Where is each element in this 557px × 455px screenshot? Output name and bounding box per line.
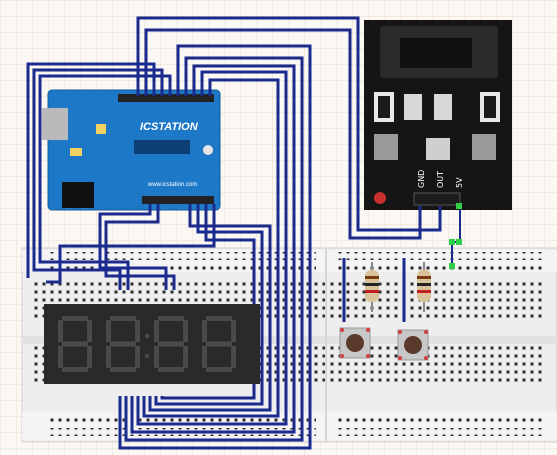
digit-3-segment-2 [158,341,184,347]
colon-dot-1 [145,334,149,338]
digit-1-segment-1 [62,316,88,321]
digit-2-segment-7 [135,346,140,368]
bottom-rail-holes-3 [336,418,546,426]
digit-4-segment-2 [206,341,232,347]
arduino-url-label: www.icstation.com [147,182,197,188]
digit-3-segment-7 [183,346,188,368]
arduino-brand-label: ICSTATION [140,121,199,133]
digit-4-segment-4 [202,320,207,342]
seven-segment-display [44,304,260,384]
sensor-module: GND OUT 5V [364,20,512,210]
junction-node-1 [456,203,462,209]
digit-1-segment-2 [62,341,88,347]
digit-2-segment-5 [135,320,140,342]
sensor-pin-5v: 5V [455,177,464,188]
digit-1-segment-3 [62,367,88,372]
digit-4-segment-5 [231,320,236,342]
push-button-1[interactable] [339,327,371,359]
digit-2-segment-3 [110,367,136,372]
bottom-rail-holes-1 [46,418,316,426]
resistor-1 [365,262,379,312]
colon-dot-2 [145,354,149,358]
top-rail-holes-4 [336,262,546,270]
display-digits [58,316,236,372]
digit-3-segment-5 [183,320,188,342]
digit-2-segment-1 [110,316,136,321]
digit-2-segment-4 [106,320,111,342]
digit-1-segment-6 [58,346,63,368]
digit-3-segment-1 [158,316,184,321]
sensor-pin-out: OUT [436,171,445,188]
digit-2-segment-6 [106,346,111,368]
digit-3-segment-6 [154,346,159,368]
digit-4-segment-7 [231,346,236,368]
junction-node-4 [449,263,455,269]
top-rail-holes-2 [46,262,316,270]
sensor-pin-gnd: GND [417,170,426,188]
resistor-2 [417,262,431,312]
digit-1-segment-5 [87,320,92,342]
top-rail-holes-3 [336,252,546,260]
digit-3-segment-4 [154,320,159,342]
bottom-rail-holes-4 [336,428,546,436]
push-button-2[interactable] [397,329,429,361]
digit-3-segment-3 [158,367,184,372]
arduino-board: ICSTATION www.icstation.com [42,89,221,211]
digit-4-segment-3 [206,367,232,372]
junction-node-2 [456,239,462,245]
digit-4-segment-1 [206,316,232,321]
digit-1-segment-7 [87,346,92,368]
junction-node-3 [449,239,455,245]
top-rail-holes-1 [46,252,316,260]
digit-1-segment-4 [58,320,63,342]
wires [26,16,442,450]
sensor-5v-lead [449,203,462,269]
digit-2-segment-2 [110,341,136,347]
digit-4-segment-6 [202,346,207,368]
